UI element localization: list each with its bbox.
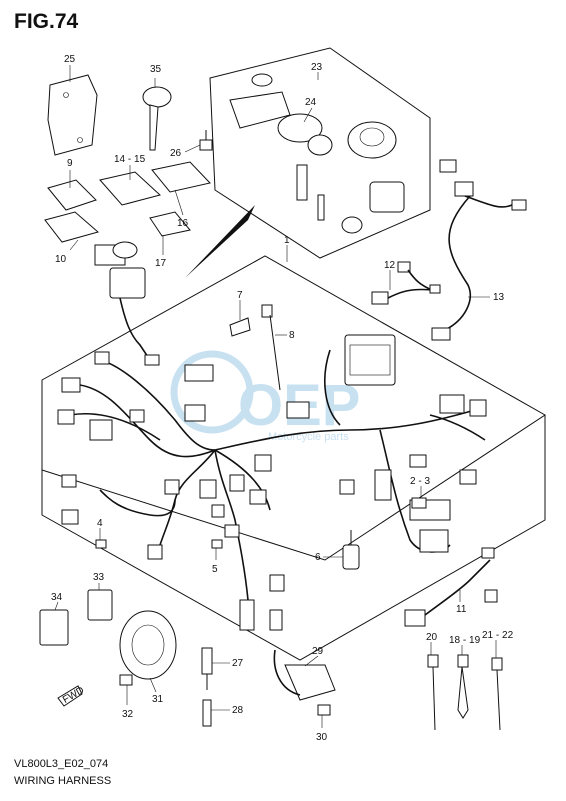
figure-name: WIRING HARNESS [14,775,112,787]
harness-box-outline-lower [41,415,546,661]
figure-title: FIG.74 [14,10,79,33]
callout-18-19: 18 - 19 [449,635,481,646]
callout-32: 32 [122,709,134,720]
callout-1: 1 [284,235,290,246]
callout-28: 28 [232,705,244,716]
part-34-relay [39,609,69,646]
part-12-sub-harness [371,261,441,305]
callout-25: 25 [64,54,76,65]
callout-11: 11 [456,604,467,615]
callout-14-15: 14 - 15 [114,154,146,165]
part-33-relay [87,589,113,621]
callout-10: 10 [55,254,67,265]
callout-16: 16 [177,218,189,229]
cable-ties [427,654,503,731]
part-8-tie [261,304,281,391]
harness-box-outline [41,255,546,561]
part-4-clip [95,539,107,549]
callout-13: 13 [493,292,505,303]
part-11-sub-harness [404,547,498,627]
part-2-3-holder [411,497,427,509]
callout-29: 29 [312,646,324,657]
part-31-horn [119,610,177,680]
part-23-lock-set [229,73,405,234]
part-35-key [142,86,172,151]
part-28-tie [202,699,212,727]
fwd-label: FWD [61,685,86,706]
callout-23: 23 [311,62,323,73]
part-32-bolt [119,674,133,686]
callout-27: 27 [232,658,244,669]
callout-35: 35 [150,64,162,75]
part-15-pad [151,161,211,193]
leader-lines [54,65,497,728]
part-9-pad [47,179,97,211]
part-30-bolt [317,704,331,716]
part-27-switch [201,647,213,690]
callout-31: 31 [152,694,164,705]
part-7-clamp [229,317,251,337]
callout-17: 17 [155,258,167,269]
callout-21-22: 21 - 22 [482,630,514,641]
part-29-bracket [273,649,336,701]
part-14-pad [99,171,162,206]
callout-2-3: 2 - 3 [410,476,430,487]
part-5-clip [211,539,223,549]
part-25-plate [47,74,98,156]
callout-24: 24 [305,97,317,108]
callout-30: 30 [316,732,328,743]
watermark-subtext: Motorcycle parts [268,431,349,443]
direction-arrow-icon [185,205,255,278]
part-13-sub-harness [431,159,527,341]
callout-33: 33 [93,572,105,583]
callout-8: 8 [289,330,295,341]
callout-5: 5 [212,564,218,575]
callout-20: 20 [426,632,438,643]
callout-7: 7 [237,290,243,301]
part-10-pad [44,211,100,243]
main-harness-wires [69,349,486,601]
callout-4: 4 [97,518,103,529]
callout-34: 34 [51,592,63,603]
figure-code: VL800L3_E02_074 [14,758,109,770]
part-6-clamp [342,530,360,570]
part-26-screw [199,130,213,151]
callout-12: 12 [384,260,396,271]
callout-26: 26 [170,148,182,159]
callout-9: 9 [67,158,73,169]
callout-numbers: 25 35 23 24 26 9 14 - 15 16 17 10 1 12 1… [51,54,514,743]
part-17-pad [149,211,191,237]
lock-set-box [209,47,431,259]
harness-connectors [57,334,487,631]
callout-6: 6 [315,552,321,563]
fwd-arrow-icon: FWD [57,685,86,707]
ignition-switch [94,241,160,366]
